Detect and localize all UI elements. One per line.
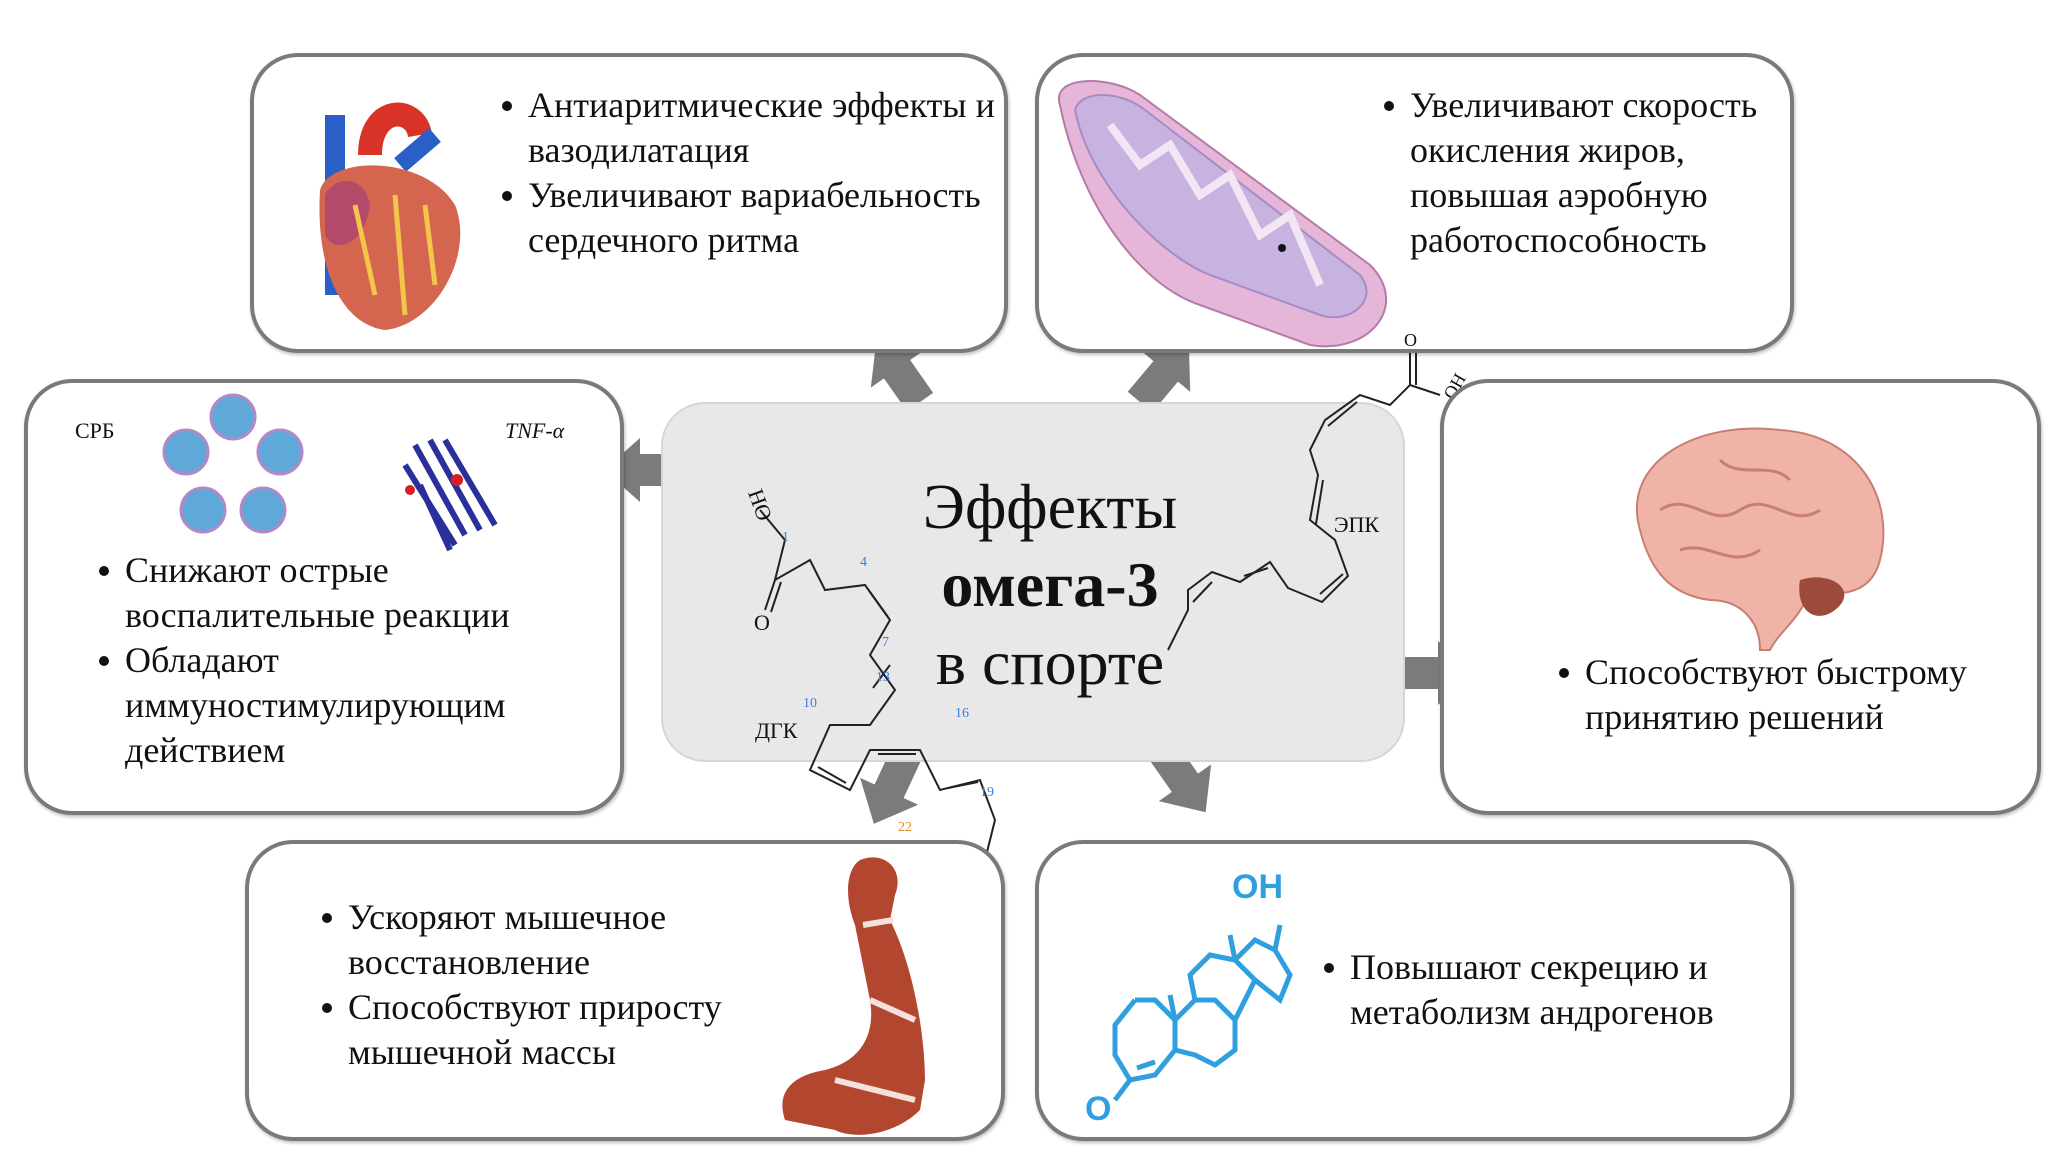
title-line-3: в спорте [935, 627, 1165, 698]
steroid-o-label: O [1085, 1090, 1112, 1128]
center-title: Эффекты омега-3 в спорте [830, 468, 1270, 702]
dha-o-label: O [754, 610, 770, 635]
tnf-structure-icon [402, 438, 498, 552]
dha-molecule-icon [759, 509, 997, 861]
hormones-box [1035, 840, 1794, 1141]
dha-carbon-7: 7 [882, 635, 889, 650]
crp-structure-icon [162, 393, 304, 534]
cardio-bullet-1: Антиаритмические эффекты и вазодилатация [498, 83, 1008, 173]
title-line-1: Эффекты [922, 471, 1178, 542]
immune-box [24, 379, 624, 815]
heart-icon [319, 102, 461, 330]
dha-label: ДГК [755, 718, 798, 743]
epa-molecule-icon [1167, 352, 1441, 651]
tnf-label: TNF-α [505, 418, 565, 443]
epa-o-label: O [1404, 330, 1417, 350]
brain-icon [1635, 427, 1885, 651]
arm-muscle-icon [782, 857, 925, 1135]
dha-carbon-1: 1 [782, 530, 789, 545]
brain-bullets: Способствуют быстрому принятию решений [1555, 650, 2045, 740]
muscle-bullet-2: Способствуют приросту мышечной массы [318, 985, 838, 1075]
hormones-bullet-1: Повышают секрецию и метаболизм андрогено… [1320, 945, 1800, 1035]
dha-carbon-13: 13 [876, 670, 890, 685]
mitochondria-bullets: Увеличивают скорость окисления жиров, по… [1380, 83, 1790, 263]
crp-label: СРБ [75, 418, 115, 443]
dha-carbon-10: 10 [803, 696, 817, 711]
muscle-bullet-1: Ускоряют мышечное восстановление [318, 895, 838, 985]
immune-bullet-2: Обладают иммуностимулирующим действием [95, 638, 615, 773]
dha-carbon-19: 19 [980, 785, 994, 800]
brain-bullet-1: Способствуют быстрому принятию решений [1555, 650, 2045, 740]
steroid-molecule-icon [1112, 924, 1293, 1102]
immune-bullet-1: Снижают острые воспалительные реакции [95, 548, 615, 638]
cardio-bullets: Антиаритмические эффекты и вазодилатация… [498, 83, 1008, 263]
mitochondria-bullet-1: Увеличивают скорость окисления жиров, по… [1380, 83, 1790, 263]
cardio-bullet-2: Увеличивают вариабельность сердечного ри… [498, 173, 1008, 263]
dha-carbon-4: 4 [860, 555, 867, 570]
title-line-2: омега-3 [941, 549, 1159, 620]
steroid-oh-label: OH [1232, 868, 1283, 906]
immune-bullets: Снижают острые воспалительные реакции Об… [95, 548, 615, 773]
center-panel [661, 402, 1405, 762]
dha-carbon-16: 16 [955, 706, 969, 721]
hormones-bullets: Повышают секрецию и метаболизм андрогено… [1320, 945, 1800, 1035]
muscle-bullets: Ускоряют мышечное восстановление Способс… [318, 895, 838, 1075]
epa-label: ЭПК [1334, 512, 1380, 537]
mitochondrion-icon [1057, 80, 1388, 348]
dha-carbon-22: 22 [898, 820, 912, 835]
